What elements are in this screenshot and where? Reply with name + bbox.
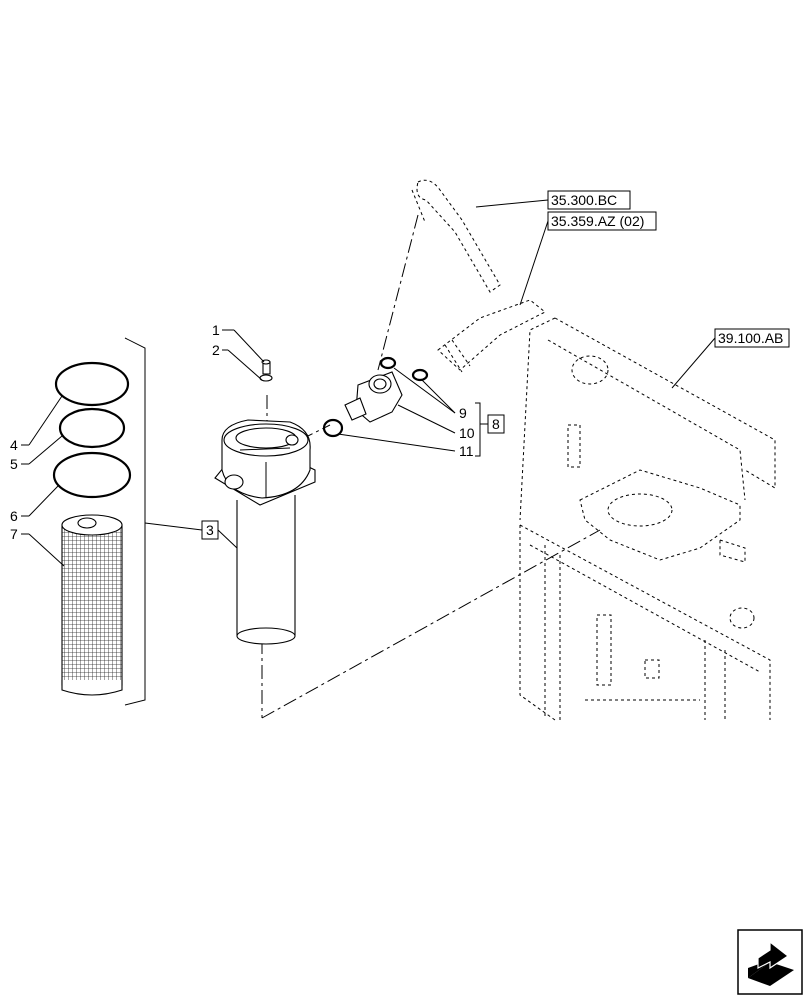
callout-7[interactable]: 7 [10, 526, 18, 542]
leader-lines [21, 199, 716, 567]
callout-8[interactable]: 8 [492, 416, 500, 432]
group-3-bracket [124, 337, 146, 706]
callout-9[interactable]: 9 [459, 405, 467, 421]
o-ring-9b [411, 368, 429, 382]
ref-35-300-bc[interactable]: 35.300.BC [551, 192, 617, 208]
o-ring-9a [379, 356, 397, 370]
callout-2[interactable]: 2 [212, 342, 220, 358]
filter-housing [214, 419, 316, 645]
callout-1[interactable]: 1 [212, 322, 220, 338]
callout-3[interactable]: 3 [206, 522, 214, 538]
arrow-box-icon[interactable] [737, 929, 803, 995]
callout-5[interactable]: 5 [10, 456, 18, 472]
callout-6[interactable]: 6 [10, 508, 18, 524]
filter-element [61, 514, 123, 696]
screw [261, 359, 271, 375]
callout-4[interactable]: 4 [10, 437, 18, 453]
hose-assembly [411, 179, 546, 373]
seal-ring-4 [54, 361, 130, 407]
o-ring-11 [322, 418, 344, 438]
vehicle-frame [519, 317, 776, 721]
callout-11[interactable]: 11 [459, 443, 474, 459]
callout-10[interactable]: 10 [459, 425, 475, 441]
center-lines [261, 214, 601, 719]
ref-35-359-az[interactable]: 35.359.AZ (02) [551, 213, 644, 229]
seal-ring-5 [58, 407, 126, 449]
ref-39-100-ab[interactable]: 39.100.AB [718, 330, 783, 346]
seal-ring-6 [52, 451, 132, 499]
fitting [344, 371, 403, 423]
